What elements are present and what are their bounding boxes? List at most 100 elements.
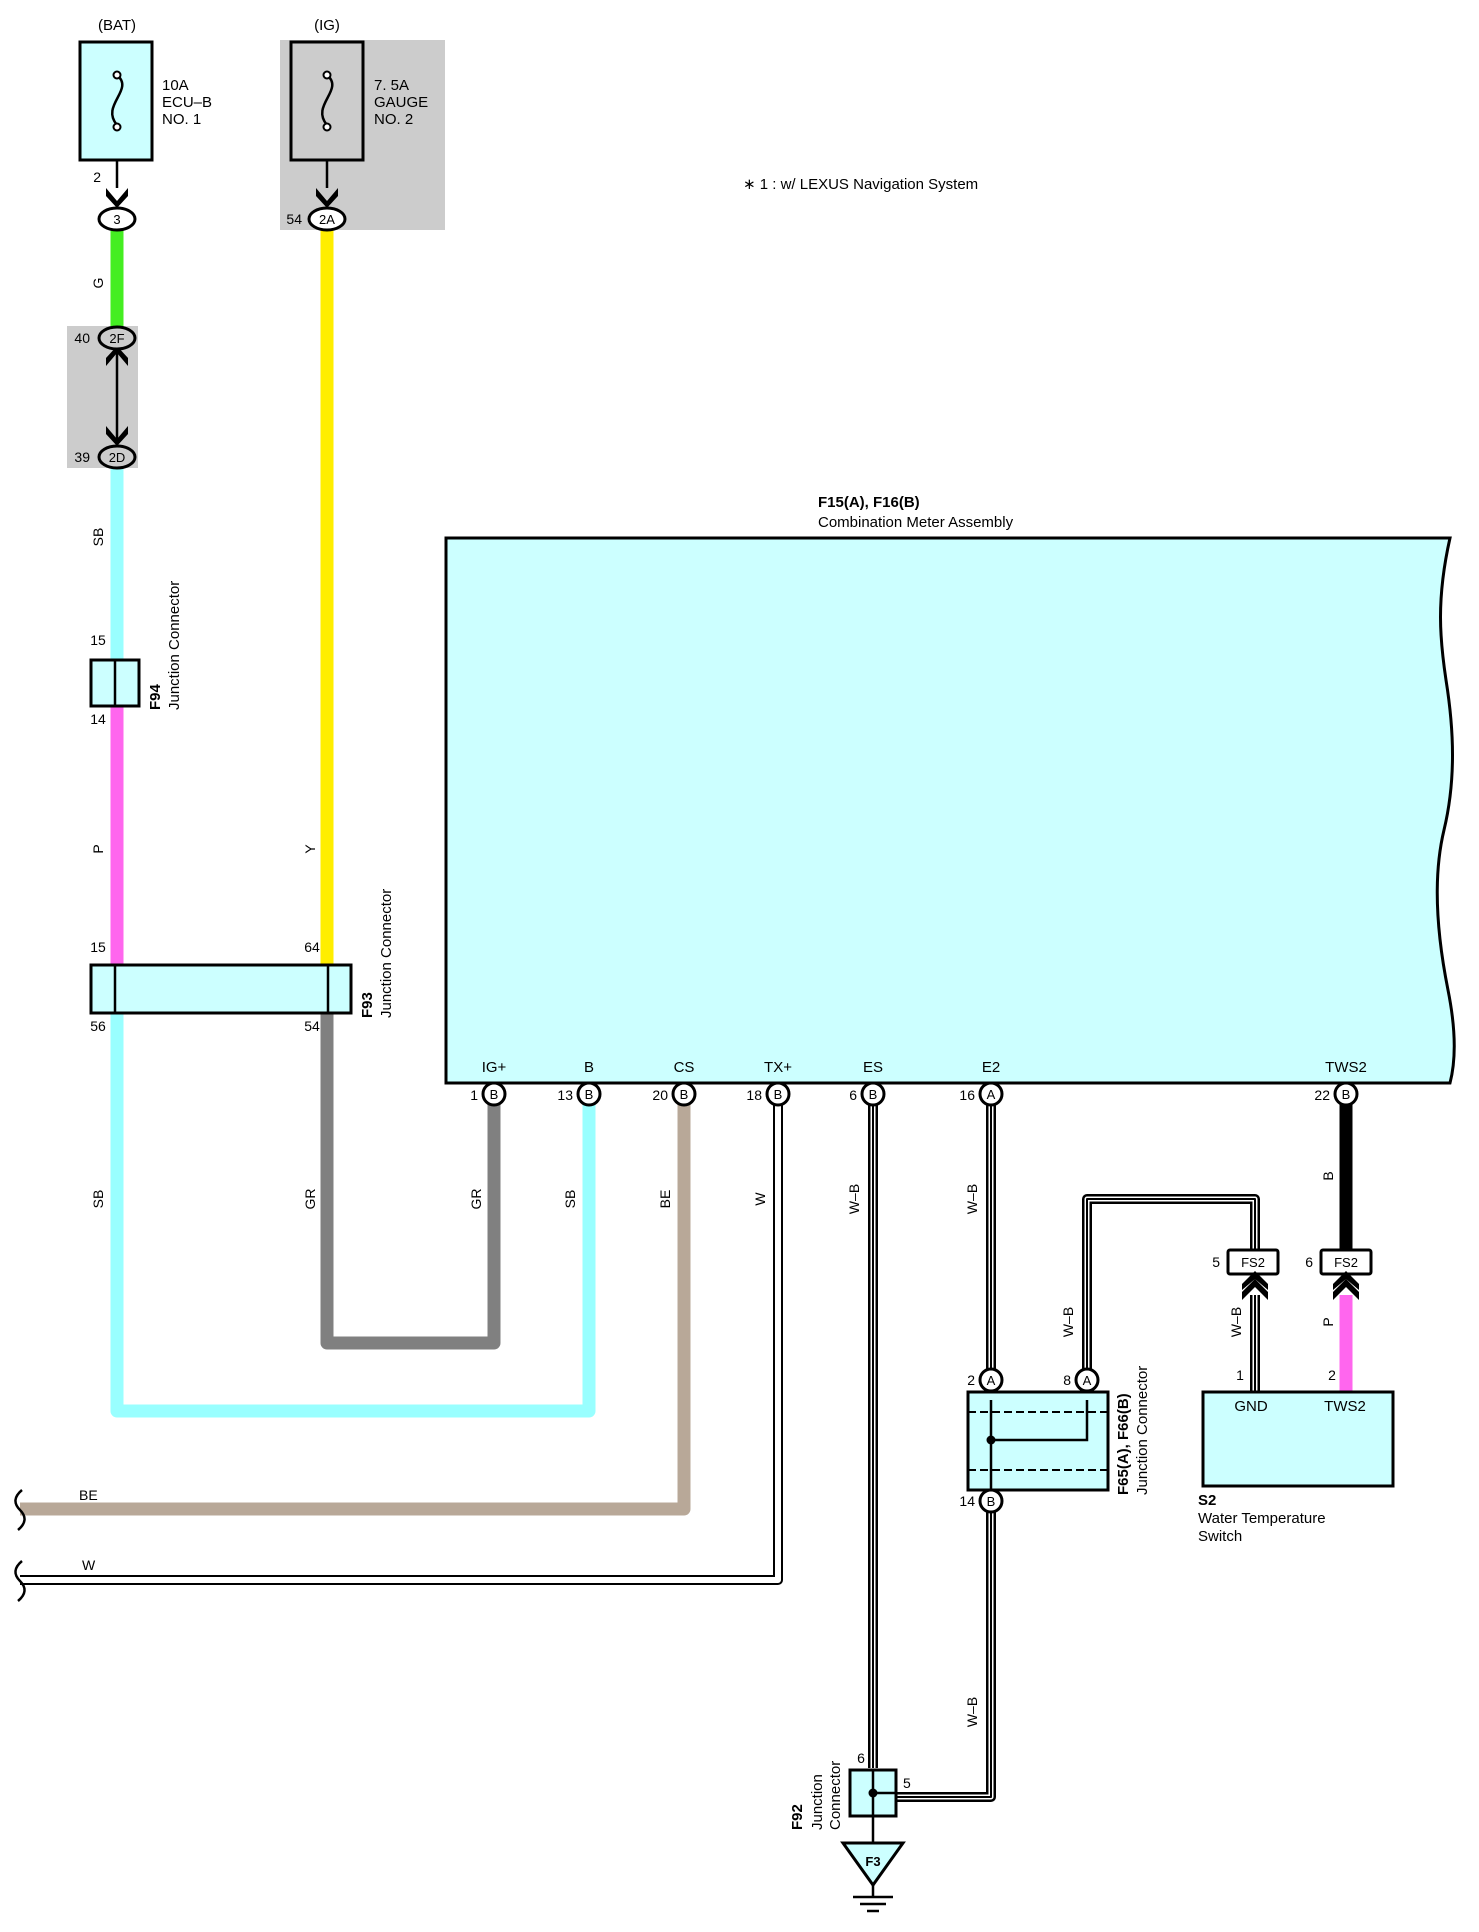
fs2-left-label: FS2: [1241, 1255, 1265, 1270]
water-temperature-switch: [1201, 1390, 1395, 1488]
wire-white-black-return: [894, 1512, 996, 1802]
meter-pin-b: 13: [557, 1087, 573, 1103]
connector-3: [97, 206, 137, 232]
meter-conn-b: B: [585, 1087, 594, 1102]
bat-fuse-name2: NO. 1: [162, 111, 201, 128]
wire-label-g: G: [90, 278, 106, 289]
wire-label-wb-1: W–B: [846, 1184, 862, 1214]
wire-sky-blue-lower: [110, 1012, 596, 1418]
meter-conn-ig: B: [490, 1087, 499, 1102]
ig-fuse-pin: 54: [286, 211, 302, 227]
wire-label-be-1: BE: [657, 1190, 673, 1209]
connector-3-label: 3: [113, 212, 120, 227]
connector-2f: [97, 325, 137, 351]
wire-beige: [20, 1102, 691, 1516]
f94-pin-bottom: 14: [90, 711, 106, 727]
s2-pin-1: 1: [1236, 1367, 1244, 1383]
bat-fuse-rating: 10A: [162, 77, 189, 94]
arrow-fs2-right: [1333, 1271, 1359, 1300]
f93-code: F93: [359, 992, 376, 1018]
f65-terminal-a1: [978, 1367, 1004, 1393]
f65-pin-a2: 8: [1063, 1372, 1071, 1388]
bat-fuse-element: [110, 74, 124, 126]
connector-2d-label: 2D: [109, 450, 126, 465]
fs2-right-label: FS2: [1334, 1255, 1358, 1270]
ig-fuse-name2: NO. 2: [374, 111, 413, 128]
f93-junction-connector: [89, 963, 353, 1015]
arrow-2d: [106, 426, 128, 446]
wire-label-p: P: [90, 844, 106, 853]
meter-terminal-label-e2: E2: [982, 1059, 1000, 1076]
junction-2d-pin: 39: [74, 449, 90, 465]
connector-2d: [97, 444, 137, 470]
meter-pin-e2: 16: [959, 1087, 975, 1103]
f92-name-1: Junction: [809, 1774, 826, 1830]
f65-terminal-b: [978, 1488, 1004, 1514]
meter-terminal-label-es: ES: [863, 1059, 883, 1076]
f93-pin-br: 54: [304, 1018, 320, 1034]
s2-terminal-gnd: GND: [1234, 1398, 1268, 1415]
f93-pin-bl: 56: [90, 1018, 106, 1034]
f93-pin-tr: 64: [304, 939, 320, 955]
connector-2a-label: 2A: [319, 212, 335, 227]
fs2-pin-left: 5: [1212, 1254, 1220, 1270]
f93-pin-tl: 15: [90, 939, 106, 955]
bat-fuse-pin: 2: [93, 169, 101, 185]
meter-conn-e2: A: [987, 1087, 996, 1102]
meter-pin-tws2: 22: [1314, 1087, 1330, 1103]
s2-name-1: Water Temperature: [1198, 1510, 1326, 1527]
fs2-pin-right: 6: [1305, 1254, 1313, 1270]
meter-pin-tx: 18: [746, 1087, 762, 1103]
bat-supply-label: (BAT): [98, 17, 136, 34]
junction-2f-pin: 40: [74, 330, 90, 346]
ground-f3: [840, 1841, 906, 1888]
wire-gray: [320, 1012, 501, 1350]
meter-pin-ig: 1: [470, 1087, 478, 1103]
bat-fuse-name1: ECU–B: [162, 94, 212, 111]
ground-code: F3: [865, 1854, 880, 1869]
s2-code: S2: [1198, 1492, 1216, 1509]
f65-conn-b: B: [987, 1494, 996, 1509]
ig-fuse-element: [320, 74, 334, 126]
f65-terminal-a2: [1074, 1367, 1100, 1393]
f92-code: F92: [789, 1804, 806, 1830]
s2-name-2: Switch: [1198, 1528, 1242, 1545]
meter-pin-cs: 20: [652, 1087, 668, 1103]
connector-2f-label: 2F: [109, 331, 124, 346]
meter-pin-es: 6: [849, 1087, 857, 1103]
wire-label-sb-3: SB: [562, 1190, 578, 1209]
meter-terminal-label-ig: IG+: [482, 1059, 507, 1076]
wire-label-wb-3: W–B: [1060, 1307, 1076, 1337]
wire-label-p-2: P: [1320, 1317, 1336, 1326]
f94-name: Junction Connector: [166, 581, 183, 710]
meter-terminal-label-b: B: [584, 1059, 594, 1076]
f65-conn-a1: A: [987, 1373, 996, 1388]
navigation-note: ∗ 1 : w/ LEXUS Navigation System: [743, 176, 978, 193]
meter-code: F15(A), F16(B): [818, 494, 920, 511]
ig-supply-label: (IG): [314, 17, 340, 34]
wire-label-wb-4: W–B: [1228, 1307, 1244, 1337]
meter-conn-cs: B: [680, 1087, 689, 1102]
s2-pin-2: 2: [1328, 1367, 1336, 1383]
wire-label-w-1: W: [752, 1192, 768, 1206]
arrow-fs2-left: [1242, 1271, 1268, 1300]
f94-code: F94: [147, 683, 164, 710]
wire-label-gr-2: GR: [468, 1189, 484, 1210]
wire-break-be: [14, 1489, 26, 1531]
f65-code: F65(A), F66(B): [1115, 1393, 1132, 1495]
f92-pin-right: 5: [903, 1775, 911, 1791]
s2-terminal-tws2: TWS2: [1324, 1398, 1366, 1415]
f65-pin-a1: 2: [967, 1372, 975, 1388]
meter-conn-es: B: [869, 1087, 878, 1102]
meter-conn-tx: B: [774, 1087, 783, 1102]
wire-label-gr-1: GR: [302, 1189, 318, 1210]
junction-block-shade: [67, 326, 138, 468]
wire-white-black-gnd: [1082, 1194, 1260, 1380]
wire-label-sb-1: SB: [90, 528, 106, 547]
wire-label-be-2: BE: [79, 1487, 98, 1503]
wire-break-w: [14, 1560, 26, 1602]
f65-pin-b: 14: [959, 1493, 975, 1509]
arrow-bat: [106, 188, 128, 208]
f65-name: Junction Connector: [1134, 1366, 1151, 1495]
